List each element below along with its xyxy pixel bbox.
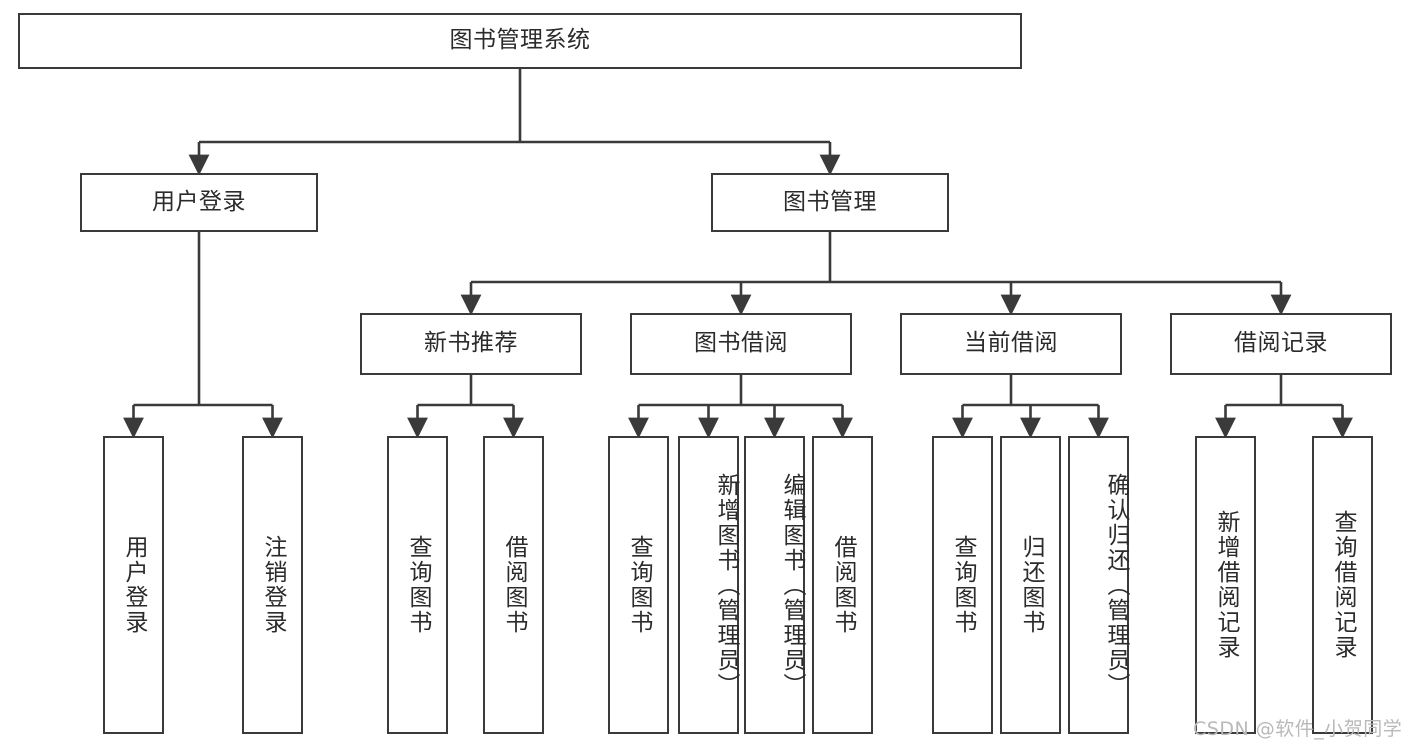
leaf-borrow-books-label: 借阅图书 bbox=[830, 535, 856, 635]
leaf-query-borrow-record-label: 查询借阅记录 bbox=[1330, 510, 1356, 660]
node-root-label: 图书管理系统 bbox=[449, 27, 591, 54]
node-book-management-label: 图书管理 bbox=[783, 188, 877, 215]
node-book-borrow-label: 图书借阅 bbox=[694, 330, 788, 357]
leaf-query-books-recommend-label: 查询图书 bbox=[405, 535, 431, 635]
leaf-add-book-admin[interactable]: 新增图书（管理员） bbox=[678, 436, 739, 734]
connector-lines bbox=[123, 69, 1353, 439]
leaf-return-books[interactable]: 归还图书 bbox=[1000, 436, 1061, 734]
leaf-add-borrow-record-label: 新增借阅记录 bbox=[1213, 510, 1239, 660]
node-user-login-label: 用户登录 bbox=[152, 188, 246, 215]
node-borrow-records-label: 借阅记录 bbox=[1234, 330, 1328, 357]
leaf-query-books-borrow-label: 查询图书 bbox=[626, 535, 652, 635]
leaf-user-login[interactable]: 用户登录 bbox=[103, 436, 164, 734]
leaf-confirm-return-admin-label: 确认归还（管理员） bbox=[1103, 472, 1129, 698]
leaf-logout[interactable]: 注销登录 bbox=[242, 436, 303, 734]
node-borrow-records[interactable]: 借阅记录 bbox=[1170, 313, 1392, 375]
leaf-edit-book-admin-label: 编辑图书（管理员） bbox=[779, 472, 805, 698]
node-book-borrow[interactable]: 图书借阅 bbox=[630, 313, 852, 375]
watermark-csdn: CSDN @软件_小贺同学 bbox=[1193, 718, 1403, 740]
leaf-query-books-current-label: 查询图书 bbox=[950, 535, 976, 635]
node-user-login[interactable]: 用户登录 bbox=[80, 173, 318, 232]
node-new-book-recommend-label: 新书推荐 bbox=[424, 330, 518, 357]
leaf-borrow-books-recommend-label: 借阅图书 bbox=[501, 535, 527, 635]
leaf-query-books-borrow[interactable]: 查询图书 bbox=[608, 436, 669, 734]
node-new-book-recommend[interactable]: 新书推荐 bbox=[360, 313, 582, 375]
leaf-user-login-label: 用户登录 bbox=[121, 535, 147, 635]
node-root[interactable]: 图书管理系统 bbox=[18, 13, 1022, 69]
node-current-borrow[interactable]: 当前借阅 bbox=[900, 313, 1122, 375]
leaf-logout-label: 注销登录 bbox=[260, 535, 286, 635]
node-book-management[interactable]: 图书管理 bbox=[711, 173, 949, 232]
leaf-query-books-recommend[interactable]: 查询图书 bbox=[387, 436, 448, 734]
leaf-query-borrow-record[interactable]: 查询借阅记录 bbox=[1312, 436, 1373, 734]
node-current-borrow-label: 当前借阅 bbox=[964, 330, 1058, 357]
leaf-confirm-return-admin[interactable]: 确认归还（管理员） bbox=[1068, 436, 1129, 734]
leaf-edit-book-admin[interactable]: 编辑图书（管理员） bbox=[744, 436, 805, 734]
leaf-add-borrow-record[interactable]: 新增借阅记录 bbox=[1195, 436, 1256, 734]
leaf-return-books-label: 归还图书 bbox=[1018, 535, 1044, 635]
leaf-add-book-admin-label: 新增图书（管理员） bbox=[713, 472, 739, 698]
leaf-query-books-current[interactable]: 查询图书 bbox=[932, 436, 993, 734]
leaf-borrow-books-recommend[interactable]: 借阅图书 bbox=[483, 436, 544, 734]
leaf-borrow-books[interactable]: 借阅图书 bbox=[812, 436, 873, 734]
